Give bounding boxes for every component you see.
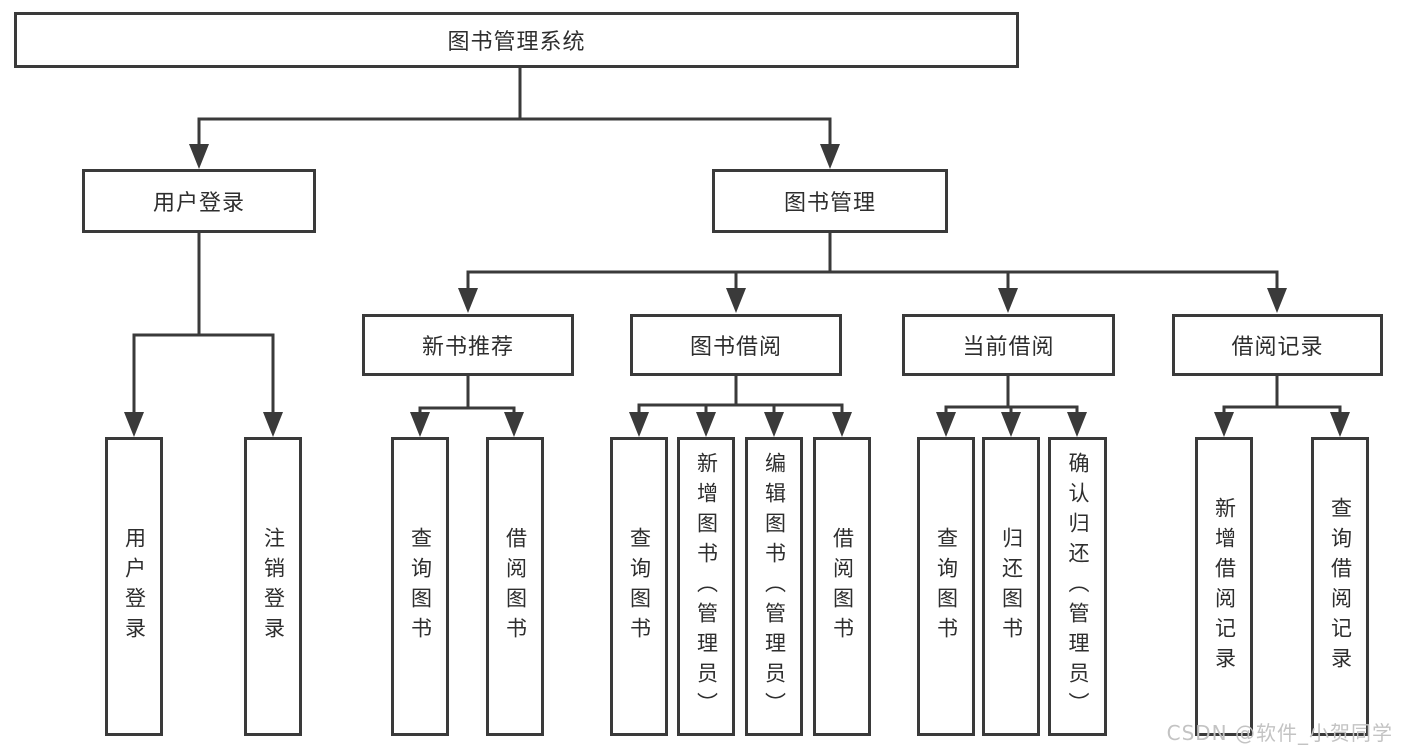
node-leaf-confirm-return-admin-label: 确认归还（管理员） — [1066, 451, 1090, 722]
arrowhead-icon — [1067, 412, 1087, 437]
node-leaf-current-query-books: 查询图书 — [917, 437, 975, 736]
node-leaf-add-books-admin-label: 新增图书（管理员） — [694, 451, 719, 722]
arrowhead-icon — [1330, 412, 1350, 437]
arrowhead-icon — [458, 288, 478, 313]
arrowhead-icon — [936, 412, 956, 437]
arrowhead-icon — [820, 144, 840, 169]
arrowhead-icon — [1267, 288, 1287, 313]
node-new-book-recommend-label: 新书推荐 — [421, 335, 514, 360]
arrowhead-icon — [726, 288, 746, 313]
node-leaf-borrowing-borrow-books: 借阅图书 — [813, 437, 871, 736]
arrowhead-icon — [1214, 412, 1234, 437]
node-leaf-borrowing-borrow-books-label: 借阅图书 — [830, 526, 855, 647]
arrowhead-icon — [629, 412, 649, 437]
node-leaf-edit-books-admin: 编辑图书（管理员） — [745, 437, 803, 736]
node-leaf-newrec-query-books-label: 查询图书 — [408, 526, 433, 647]
node-leaf-logout-label: 注销登录 — [261, 526, 286, 647]
arrowhead-icon — [998, 288, 1018, 313]
arrowhead-icon — [764, 412, 784, 437]
node-user-login-label: 用户登录 — [152, 191, 245, 216]
node-leaf-newrec-borrow-books-label: 借阅图书 — [503, 526, 528, 647]
node-leaf-return-books-label: 归还图书 — [999, 526, 1024, 647]
node-user-login: 用户登录 — [82, 169, 316, 233]
node-leaf-add-borrow-record-label: 新增借阅记录 — [1212, 496, 1237, 677]
node-root-label: 图书管理系统 — [447, 30, 586, 55]
connector-bookborrow-to-leaves — [629, 374, 852, 437]
node-leaf-newrec-borrow-books: 借阅图书 — [486, 437, 544, 736]
node-new-book-recommend: 新书推荐 — [362, 314, 574, 376]
node-current-borrowing: 当前借阅 — [902, 314, 1115, 376]
node-leaf-borrowing-query-books: 查询图书 — [610, 437, 668, 736]
arrowhead-icon — [504, 412, 524, 437]
node-leaf-borrowing-query-books-label: 查询图书 — [627, 526, 652, 647]
connector-userlogin-to-leaves — [124, 231, 283, 437]
arrowhead-icon — [189, 144, 209, 169]
arrowhead-icon — [832, 412, 852, 437]
connector-newbookrec-to-leaves — [410, 374, 524, 437]
node-root: 图书管理系统 — [14, 12, 1019, 68]
node-leaf-logout: 注销登录 — [244, 437, 302, 736]
node-book-management-label: 图书管理 — [783, 191, 876, 216]
node-leaf-newrec-query-books: 查询图书 — [391, 437, 449, 736]
node-leaf-add-books-admin: 新增图书（管理员） — [677, 437, 735, 736]
node-borrowing-records: 借阅记录 — [1172, 314, 1383, 376]
node-leaf-edit-books-admin-label: 编辑图书（管理员） — [762, 451, 787, 722]
connector-root-to-level2 — [189, 66, 840, 169]
arrowhead-icon — [696, 412, 716, 437]
node-book-management: 图书管理 — [712, 169, 948, 233]
node-leaf-user-login-label: 用户登录 — [122, 526, 147, 647]
node-current-borrowing-label: 当前借阅 — [962, 335, 1055, 360]
node-leaf-add-borrow-record: 新增借阅记录 — [1195, 437, 1253, 736]
node-leaf-query-borrow-record-label: 查询借阅记录 — [1328, 496, 1353, 677]
arrowhead-icon — [1001, 412, 1021, 437]
node-leaf-query-borrow-record: 查询借阅记录 — [1311, 437, 1369, 736]
node-borrowing-records-label: 借阅记录 — [1231, 335, 1324, 360]
node-book-borrowing: 图书借阅 — [630, 314, 842, 376]
connector-bookmgmt-to-level3 — [458, 231, 1287, 313]
connector-currentborrow-to-leaves — [936, 374, 1087, 437]
node-book-borrowing-label: 图书借阅 — [689, 335, 782, 360]
arrowhead-icon — [124, 412, 144, 437]
node-leaf-confirm-return-admin: 确认归还（管理员） — [1048, 437, 1107, 736]
node-leaf-return-books: 归还图书 — [982, 437, 1040, 736]
node-leaf-user-login: 用户登录 — [105, 437, 163, 736]
arrowhead-icon — [263, 412, 283, 437]
connector-borrowrecords-to-leaves — [1214, 374, 1350, 437]
node-leaf-current-query-books-label: 查询图书 — [934, 526, 959, 647]
arrowhead-icon — [410, 412, 430, 437]
